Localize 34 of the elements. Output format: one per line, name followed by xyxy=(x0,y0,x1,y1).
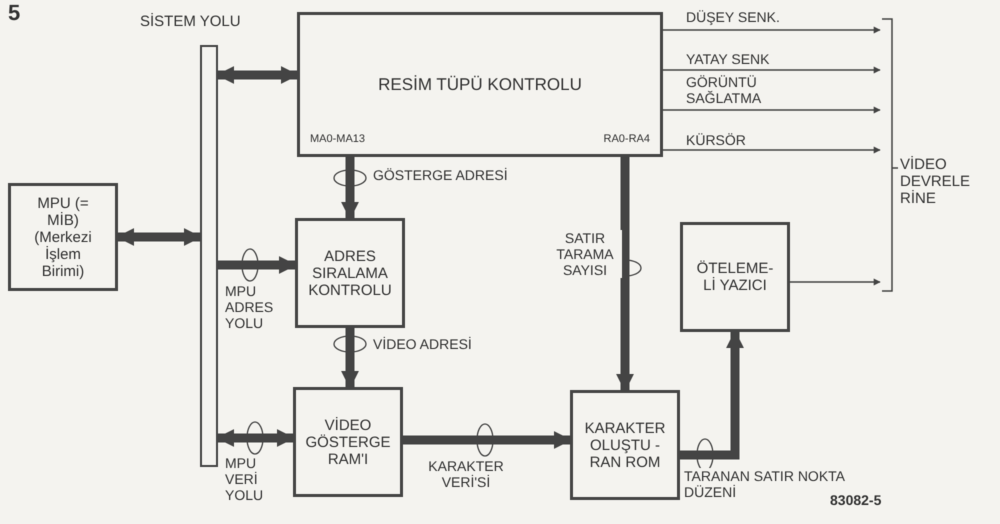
block-box xyxy=(680,222,790,332)
block-box xyxy=(8,183,118,291)
block-box xyxy=(293,387,403,497)
block-label: ÖTELEME- Lİ YAZICI xyxy=(696,260,774,294)
signal-arrow xyxy=(790,278,881,286)
figure-number: 5 xyxy=(8,4,20,21)
block-box xyxy=(297,12,663,157)
block-label: MPU (= MİB) (Merkezi İşlem Birimi) xyxy=(33,194,93,280)
bus-arrow xyxy=(116,228,202,246)
bus-arrow xyxy=(216,66,299,84)
block-label: ADRES SIRALAMA KONTROLU xyxy=(307,248,393,298)
bus-arrow xyxy=(218,256,297,274)
bus-arrow xyxy=(616,157,634,392)
block-box xyxy=(570,390,680,500)
bus-arrow xyxy=(341,328,359,389)
signal-arrow xyxy=(663,26,881,34)
bus-title: SİSTEM YOLU xyxy=(140,13,241,30)
bus-arrow xyxy=(403,431,572,449)
pin-label: RA0-RA4 xyxy=(604,132,650,147)
signal-arrow xyxy=(663,146,881,154)
edge-label: VİDEO ADRESİ xyxy=(372,336,473,352)
block-label: VİDEO DEVRELE RİNE xyxy=(900,156,972,207)
block-label: RESİM TÜPÜ KONTROLU xyxy=(377,76,583,93)
bus-arrow xyxy=(680,330,744,460)
pin-label: MA0-MA13 xyxy=(310,132,366,147)
signal-arrow xyxy=(663,66,881,74)
block-label: VİDEO GÖSTERGE RAM'I xyxy=(304,416,392,468)
bus-arrow xyxy=(341,157,359,220)
bus-arrow xyxy=(216,429,295,447)
block-label: KARAKTER OLUŞTU - RAN ROM xyxy=(584,420,666,470)
bus-bar xyxy=(200,45,218,467)
signal-arrow xyxy=(663,106,881,114)
edge-label: GÖSTERGE ADRESİ xyxy=(372,167,509,183)
block-box xyxy=(295,218,405,328)
